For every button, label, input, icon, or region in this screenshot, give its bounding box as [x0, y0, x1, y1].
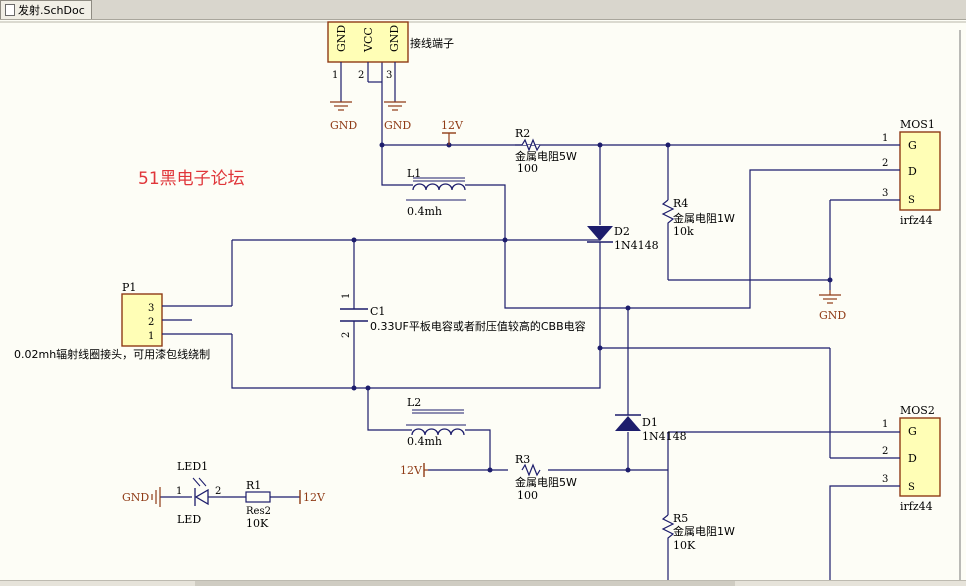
led1-pin1: 1: [176, 486, 182, 497]
p1-pin-2: 2: [148, 317, 154, 328]
document-tab-bar: 发射.SchDoc: [0, 0, 966, 20]
mos1-value: irfz44: [900, 214, 933, 227]
terminal-pin-2-name: VCC: [362, 27, 375, 53]
led1-value: LED: [177, 513, 201, 526]
power-12v-led: 12V: [299, 490, 326, 504]
c1-pin2: 2: [341, 332, 352, 338]
resistor-r4[interactable]: R4 金属电阻1W 10k: [661, 197, 735, 238]
r5-res: 10K: [673, 539, 696, 552]
r1-ref: R1: [246, 479, 261, 492]
mos2-pin-d: D: [908, 452, 917, 465]
mos1-ref: MOS1: [900, 118, 935, 131]
document-tab[interactable]: 发射.SchDoc: [0, 0, 92, 19]
resistor-r2[interactable]: R2 金属电阻5W 100: [515, 127, 577, 175]
mos2-num-3: 3: [882, 474, 888, 485]
d1-value: 1N4148: [642, 430, 687, 443]
r5-value: 金属电阻1W: [673, 524, 735, 538]
horizontal-scrollbar[interactable]: [0, 580, 966, 586]
mos2-num-2: 2: [882, 446, 888, 457]
l2-ref: L2: [407, 396, 421, 409]
r4-ref: R4: [673, 197, 688, 210]
led-led1[interactable]: LED1 LED 1 2: [176, 460, 222, 526]
terminal-pin-3-number: 3: [386, 70, 392, 81]
led1-pin2: 2: [215, 486, 221, 497]
mos1-num-2: 2: [882, 158, 888, 169]
scrollbar-thumb[interactable]: [195, 581, 735, 586]
terminal-pin-1-name: GND: [335, 25, 348, 52]
inductor-l2[interactable]: L2 0.4mh: [406, 396, 466, 448]
mos2-pin-s: S: [908, 482, 915, 493]
p1-pin-3: 3: [148, 303, 154, 314]
gnd-label-1: GND: [330, 119, 357, 132]
r5-ref: R5: [673, 512, 688, 525]
power-12v-led-label: 12V: [303, 491, 326, 504]
r3-value: 金属电阻5W: [515, 475, 577, 489]
mos2-ref: MOS2: [900, 404, 935, 417]
mos2-value: irfz44: [900, 500, 933, 513]
watermark: 51黑电子论坛: [138, 169, 245, 189]
resistor-r3[interactable]: R3 金属电阻5W 100: [515, 453, 577, 502]
power-12v-lower: 12V: [400, 463, 428, 477]
diode-d2[interactable]: D2 1N4148: [587, 225, 659, 252]
gnd-label-2: GND: [384, 119, 411, 132]
mos1-pin-g: G: [908, 139, 917, 152]
l2-value: 0.4mh: [407, 435, 442, 448]
mos2-num-1: 1: [882, 419, 888, 430]
d2-value: 1N4148: [614, 239, 659, 252]
d2-ref: D2: [614, 225, 630, 238]
terminal-label: 接线端子: [410, 36, 454, 50]
p1-pin-1: 1: [148, 331, 154, 342]
wires: [160, 62, 880, 580]
r2-ref: R2: [515, 127, 530, 140]
terminal-pin-2-number: 2: [358, 70, 364, 81]
terminal-pin-1-number: 1: [332, 70, 338, 81]
r2-res: 100: [517, 162, 538, 175]
mos1-pin-s: S: [908, 195, 915, 206]
resistor-r5[interactable]: R5 金属电阻1W 10K: [661, 512, 735, 552]
c1-ref: C1: [370, 305, 385, 318]
power-12v-lower-label: 12V: [400, 464, 423, 477]
document-tab-label: 发射.SchDoc: [18, 3, 85, 17]
r3-res: 100: [517, 489, 538, 502]
gnd-label-3: GND: [819, 309, 846, 322]
mos1-num-3: 3: [882, 188, 888, 199]
c1-pin1: 1: [341, 293, 352, 299]
l1-value: 0.4mh: [407, 205, 442, 218]
r1-res: 10K: [246, 517, 269, 530]
r4-value: 金属电阻1W: [673, 211, 735, 225]
r4-res: 10k: [673, 225, 694, 238]
inductor-l1[interactable]: L1 0.4mh: [406, 167, 466, 218]
mosfet-mos2[interactable]: G D S 1 2 3 MOS2 irfz44: [880, 404, 941, 513]
terminal-pin-3-name: GND: [388, 25, 401, 52]
r3-ref: R3: [515, 453, 530, 466]
mosfet-mos1[interactable]: G D S 1 2 3 MOS1 irfz44: [880, 118, 941, 227]
power-12v-top-label: 12V: [441, 119, 464, 132]
schematic-sheet[interactable]: 51黑电子论坛 GND VCC GND 1 2 3 接线端子 GND GND G…: [0, 20, 966, 580]
led1-ref: LED1: [177, 460, 208, 473]
d1-ref: D1: [642, 416, 658, 429]
capacitor-c1[interactable]: 1 2 C1 0.33UF平板电容或者耐压值较高的CBB电容: [340, 293, 586, 338]
mos1-pin-d: D: [908, 165, 917, 178]
l1-ref: L1: [407, 167, 421, 180]
r2-value: 金属电阻5W: [515, 149, 577, 163]
ground-symbols: [151, 101, 841, 507]
resistor-r1[interactable]: R1 Res2 10K: [245, 479, 271, 530]
gnd-label-led: GND: [122, 491, 149, 504]
mos1-num-1: 1: [882, 133, 888, 144]
power-12v-top: 12V: [441, 119, 464, 145]
p1-ref: P1: [122, 281, 136, 294]
diode-d1[interactable]: D1 1N4148: [615, 414, 687, 443]
p1-note: 0.02mh辐射线圈接头，可用漆包线绕制: [14, 347, 210, 361]
mos2-pin-g: G: [908, 425, 917, 438]
r1-value: Res2: [246, 506, 271, 517]
document-icon: [5, 4, 15, 16]
terminal-block[interactable]: GND VCC GND 1 2 3 接线端子: [327, 21, 454, 102]
connector-p1[interactable]: 3 2 1 P1 0.02mh辐射线圈接头，可用漆包线绕制: [14, 281, 210, 361]
c1-value: 0.33UF平板电容或者耐压值较高的CBB电容: [370, 319, 586, 333]
